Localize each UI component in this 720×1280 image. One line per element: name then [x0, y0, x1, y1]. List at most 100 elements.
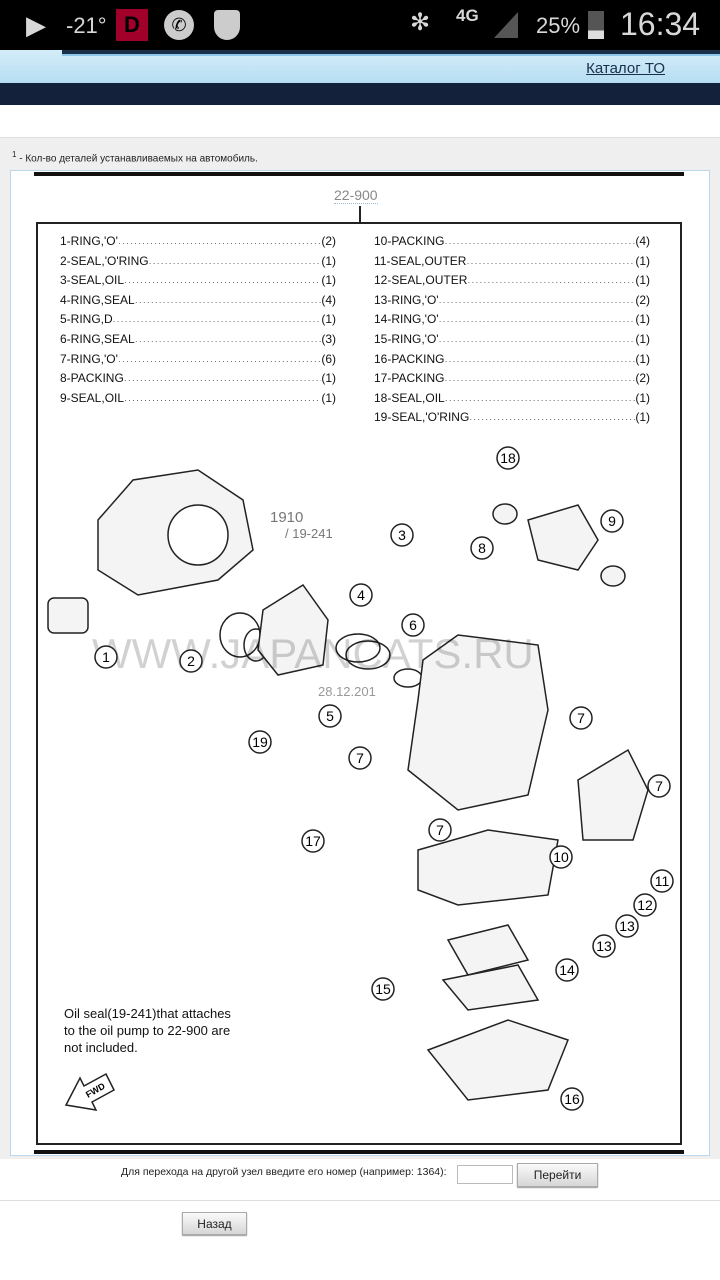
svg-text:11: 11	[655, 873, 670, 889]
oil-strainer	[441, 964, 540, 1011]
side-cover	[577, 748, 649, 841]
svg-text:4: 4	[357, 587, 365, 603]
svg-text:8: 8	[478, 540, 486, 556]
parts-list-right: 10-PACKING (4) 11-SEAL,OUTER (1) 12-SEAL,OUT…	[374, 233, 650, 429]
part-row: 3-SEAL,OIL (1)	[60, 272, 336, 292]
node-number-input[interactable]	[457, 1165, 513, 1184]
part-row: 13-RING,'O'(2)	[374, 292, 650, 312]
callout-4: 4	[349, 583, 373, 607]
callout-10: 10	[549, 845, 573, 869]
part-row: 12-SEAL,OUTER(1)	[374, 272, 650, 292]
svg-text:16: 16	[564, 1091, 580, 1107]
parts-list-left: 1-RING,'O'(2)2-SEAL,'O'RING(1)3-SEAL,OIL…	[60, 233, 336, 409]
part-name: 17-PACKING	[374, 371, 445, 386]
callout-9: 9	[600, 509, 624, 533]
part-row: 18-SEAL,OIL (1)	[374, 390, 650, 410]
ref-sub[interactable]: / 19-241	[285, 526, 333, 541]
part-qty: (2)	[635, 292, 650, 307]
callout-17: 17	[301, 829, 325, 853]
part-qty: (1)	[321, 371, 336, 386]
status-bar: ▶ -21° D ✆ ✻ 4G 25% 16:34	[0, 0, 720, 50]
svg-text:6: 6	[409, 617, 417, 633]
part-name: 3-SEAL,OIL	[60, 273, 125, 288]
part-row: 14-RING,'O'(1)	[374, 311, 650, 331]
catalog-link[interactable]: Каталог ТО	[586, 60, 665, 77]
part-name: 8-PACKING	[60, 371, 124, 386]
exploded-diagram: 1910 / 19-241 WWW.JAPANCATS.RU 28.12.201…	[47, 446, 674, 1111]
part-row: 16-PACKING(1)	[374, 351, 650, 371]
svg-text:15: 15	[375, 981, 391, 997]
footnote: 1 - Кол-во деталей устанавливаемых на ав…	[12, 150, 258, 165]
watermark-date: 28.12.201	[318, 684, 376, 699]
part-name: 18-SEAL,OIL	[374, 390, 445, 405]
valve-body	[417, 829, 559, 906]
part-name: 10-PACKING	[374, 234, 445, 248]
part-row: 10-PACKING (4)	[374, 233, 650, 253]
svg-text:7: 7	[655, 778, 663, 794]
svg-text:to the oil pump to 22-900 are: to the oil pump to 22-900 are	[64, 1023, 230, 1038]
part-qty: (1)	[635, 253, 650, 268]
svg-text:9: 9	[608, 513, 616, 529]
goto-button[interactable]: Перейти	[517, 1163, 598, 1187]
svg-text:Oil seal(19-241)that attaches: Oil seal(19-241)that attaches	[64, 1006, 231, 1021]
battery-percent: 25%	[536, 13, 581, 38]
battery-icon	[588, 11, 604, 39]
callout-14: 14	[555, 958, 579, 982]
part-qty: (4)	[635, 234, 650, 248]
transmission-case	[407, 634, 549, 811]
callout-5: 5	[318, 704, 342, 728]
callout-6: 6	[401, 613, 425, 637]
divider	[0, 1200, 720, 1201]
part-qty: (1)	[635, 312, 650, 327]
svg-text:5: 5	[326, 708, 334, 724]
svg-text:7: 7	[436, 822, 444, 838]
goto-label: Для перехода на другой узел введите его …	[121, 1166, 447, 1178]
callout-11: 11	[650, 869, 674, 893]
part-row: 7-RING,'O'(6)	[60, 351, 336, 371]
ref-main[interactable]: 1910	[270, 509, 303, 526]
phone-icon: ✆	[164, 10, 194, 40]
part-name: 19-SEAL,'O'RING	[374, 410, 470, 425]
part-qty: (2)	[321, 234, 336, 248]
part-name: 12-SEAL,OUTER	[374, 273, 468, 288]
part-row: 6-RING,SEAL(3)	[60, 331, 336, 351]
part-qty: (1)	[635, 390, 650, 405]
fwd-arrow-icon: FWD	[64, 1072, 115, 1111]
part-qty: (6)	[321, 351, 336, 366]
part-row: 9-SEAL,OIL (1)	[60, 390, 336, 410]
part-row: 17-PACKING(2)	[374, 370, 650, 390]
part-name: 15-RING,'O'	[374, 331, 439, 346]
part-qty: (1)	[321, 273, 336, 288]
clock: 16:34	[620, 6, 701, 42]
part-name: 11-SEAL,OUTER	[374, 253, 467, 268]
d-app-icon: D	[116, 9, 148, 41]
callout-7: 7	[647, 774, 671, 798]
part-qty: (4)	[321, 292, 336, 307]
part-row: 15-RING,'O'(1)	[374, 331, 650, 351]
svg-text:14: 14	[559, 962, 575, 978]
svg-text:10: 10	[553, 849, 569, 865]
callout-7: 7	[348, 746, 372, 770]
transmission-parts	[47, 469, 649, 1101]
callout-12: 12	[633, 893, 657, 917]
part-name: 5-RING,D	[60, 312, 113, 327]
part-row: 2-SEAL,'O'RING(1)	[60, 253, 336, 273]
back-button[interactable]: Назад	[182, 1212, 247, 1235]
temperature: -21°	[66, 13, 107, 38]
svg-text:1: 1	[102, 649, 110, 665]
part-qty: (1)	[321, 390, 336, 405]
part-name: 9-SEAL,OIL	[60, 390, 125, 405]
nav-bar	[0, 83, 720, 105]
differential-flange	[527, 504, 599, 571]
svg-text:7: 7	[577, 710, 585, 726]
callout-8: 8	[470, 536, 494, 560]
svg-text:7: 7	[356, 750, 364, 766]
part-row: 1-RING,'O'(2)	[60, 233, 336, 253]
antivirus-icon	[214, 10, 240, 40]
network-type: 4G	[456, 6, 479, 25]
divider	[34, 1150, 684, 1154]
part-number-link[interactable]: 22-900	[334, 187, 378, 204]
svg-text:19: 19	[252, 734, 268, 750]
svg-text:not included.: not included.	[64, 1040, 138, 1055]
